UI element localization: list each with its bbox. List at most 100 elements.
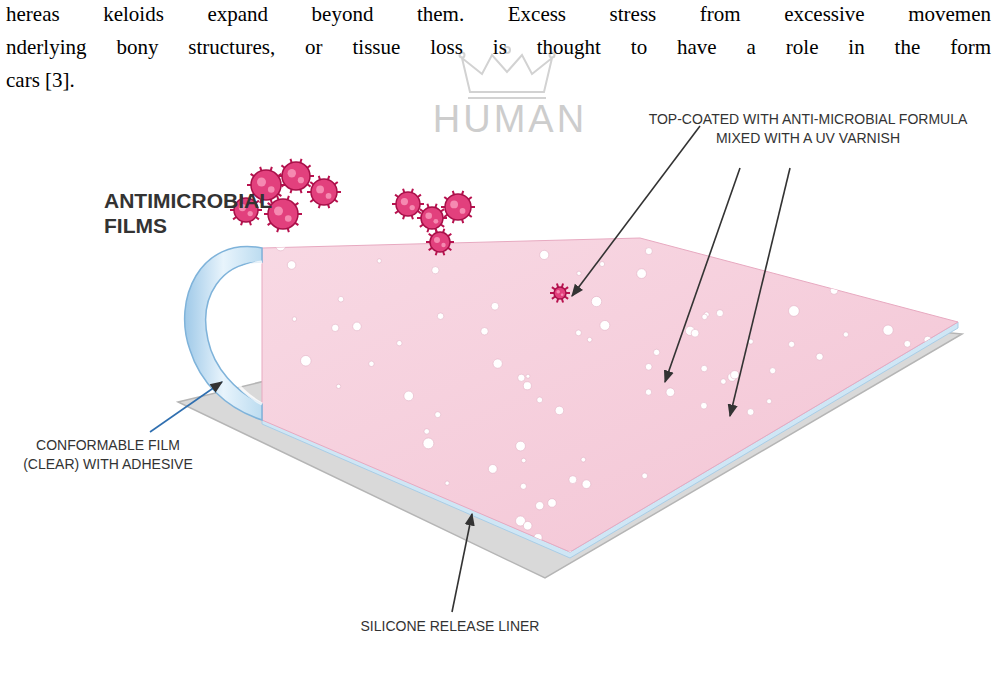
coating-dot <box>864 392 873 401</box>
coating-dot <box>287 433 294 440</box>
coating-dot <box>576 330 582 336</box>
coating-dot <box>929 475 936 482</box>
coating-dot <box>733 540 738 545</box>
callout-label: TOP-COATED WITH ANTI-MICROBIAL FORMULA M… <box>628 110 988 148</box>
coating-dot <box>437 313 444 320</box>
coating-dot <box>794 483 805 494</box>
coating-dot <box>747 409 754 416</box>
coating-dot <box>877 282 888 293</box>
coating-dot <box>424 429 429 434</box>
callout-label: SILICONE RELEASE LINER <box>330 618 570 634</box>
coating-dot <box>324 546 328 550</box>
coating-dot <box>830 287 838 295</box>
microbe <box>417 204 447 233</box>
coating-dot <box>702 314 708 320</box>
coating-dot <box>292 317 297 322</box>
coating-dot <box>534 534 542 542</box>
coating-dot <box>645 363 652 370</box>
callout-label: CONFORMABLE FILM (CLEAR) WITH ADHESIVE <box>8 436 208 474</box>
coating-dot <box>883 453 892 462</box>
coating-dot <box>591 296 601 306</box>
coating-dot <box>789 341 795 347</box>
coating-dot <box>899 394 908 403</box>
coating-dot <box>430 504 437 511</box>
coating-dot <box>767 399 772 404</box>
coating-dot <box>653 349 659 355</box>
coating-dot <box>819 256 823 260</box>
coating-dot <box>934 398 939 403</box>
film-curl <box>185 247 262 420</box>
coating-dot <box>377 259 381 263</box>
coating-dot <box>721 379 727 385</box>
coating-dot <box>904 340 911 347</box>
coating-dot <box>875 506 885 516</box>
coating-dot <box>481 327 488 334</box>
coating-dot <box>932 417 943 428</box>
coating-dot <box>915 484 923 492</box>
coating-dot <box>404 391 414 401</box>
coating-dot <box>946 410 953 417</box>
coating-dot <box>893 491 900 498</box>
coating-dot <box>770 368 776 374</box>
coating-dot <box>516 441 526 451</box>
coating-dot <box>883 325 893 335</box>
coating-dot <box>778 251 784 257</box>
coating-dot <box>313 471 323 481</box>
coating-dot <box>701 365 708 372</box>
antimicrobial-dots <box>273 238 960 559</box>
watermark: HUMAN <box>430 98 590 141</box>
coating-dot <box>716 310 723 317</box>
coating-dot <box>523 382 531 390</box>
microbes <box>230 159 570 303</box>
coating-dot <box>896 415 904 423</box>
microbe <box>441 191 475 223</box>
coating-dot <box>813 253 822 262</box>
coating-dot <box>491 302 499 310</box>
figure-title: ANTIMICROBIAL FILMS <box>104 188 294 238</box>
coating-dot <box>577 271 581 275</box>
coating-dot <box>336 384 340 388</box>
coating-dot <box>518 374 525 381</box>
coating-dot <box>691 329 699 337</box>
microbe <box>392 189 424 219</box>
coating-dot <box>775 457 784 466</box>
coating-dot <box>540 250 549 259</box>
coating-dot <box>917 243 926 252</box>
coating-dot <box>555 406 564 415</box>
coating-dot <box>445 481 449 485</box>
coating-dot <box>273 539 282 548</box>
coating-dot <box>353 322 362 331</box>
coating-dot <box>949 534 953 538</box>
coating-dot <box>493 359 502 368</box>
coating-dot <box>607 546 615 554</box>
coating-dot <box>285 448 294 457</box>
microbe <box>278 159 314 193</box>
coating-dot <box>491 545 498 552</box>
coating-dot <box>436 521 442 527</box>
coating-dot <box>645 248 652 255</box>
coating-dot <box>902 545 909 552</box>
coating-dot <box>957 240 961 244</box>
coating-dot <box>693 238 697 242</box>
coating-dot <box>581 457 586 462</box>
coating-dot <box>523 521 532 530</box>
coating-dot <box>345 463 351 469</box>
coating-dot <box>825 253 829 257</box>
coating-dot <box>733 462 741 470</box>
coating-dot <box>488 464 497 473</box>
coating-dot <box>600 320 610 330</box>
coating-dot <box>760 469 768 477</box>
coating-dot <box>743 536 750 543</box>
coating-dot <box>567 551 575 559</box>
coating-dot <box>833 526 839 532</box>
coating-dot <box>338 296 344 302</box>
coating-dot <box>537 397 543 403</box>
coating-dot <box>337 515 347 525</box>
coating-dot <box>587 337 592 342</box>
coating-dot <box>666 388 675 397</box>
coating-dot <box>678 524 683 529</box>
coating-dot <box>701 402 708 409</box>
coating-dot <box>637 269 647 279</box>
coating-dot <box>499 536 505 542</box>
coating-dot <box>369 361 374 366</box>
